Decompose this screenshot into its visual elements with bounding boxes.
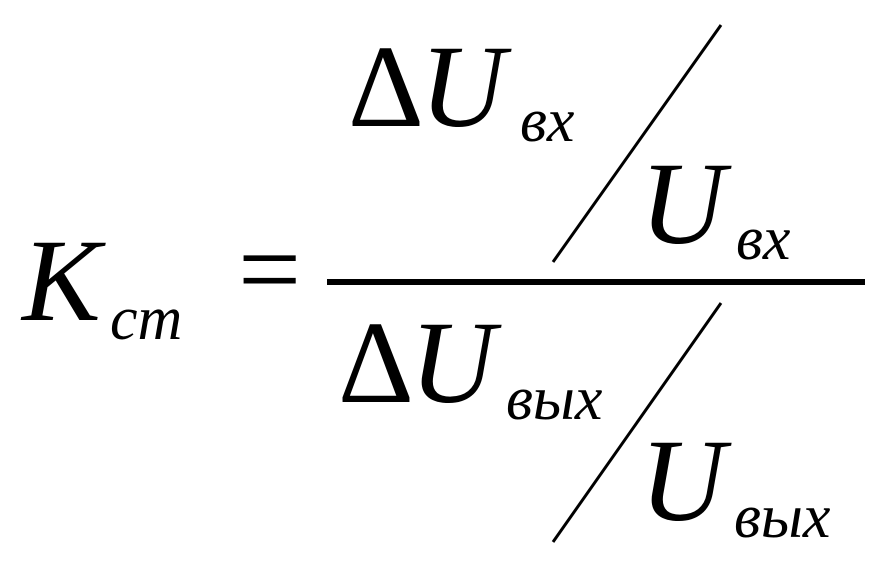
- numerator-inner-denominator-subscript: вх: [736, 205, 791, 273]
- denominator-inner-denominator-symbol: U: [640, 415, 726, 546]
- numerator-subscript: вх: [520, 87, 575, 155]
- denominator-inner-denominator-subscript: вых: [734, 483, 831, 551]
- lhs-symbol: K: [22, 215, 101, 346]
- denominator-symbol: U: [410, 297, 496, 428]
- denominator-delta: Δ: [338, 297, 414, 428]
- denominator-subscript: вых: [506, 365, 603, 433]
- main-fraction-bar: [327, 279, 865, 285]
- numerator-delta: Δ: [348, 21, 424, 152]
- lhs-subscript: ст: [110, 285, 183, 353]
- numerator-symbol: U: [420, 21, 506, 152]
- equals-sign: =: [238, 208, 302, 332]
- numerator-inner-denominator-symbol: U: [640, 138, 726, 269]
